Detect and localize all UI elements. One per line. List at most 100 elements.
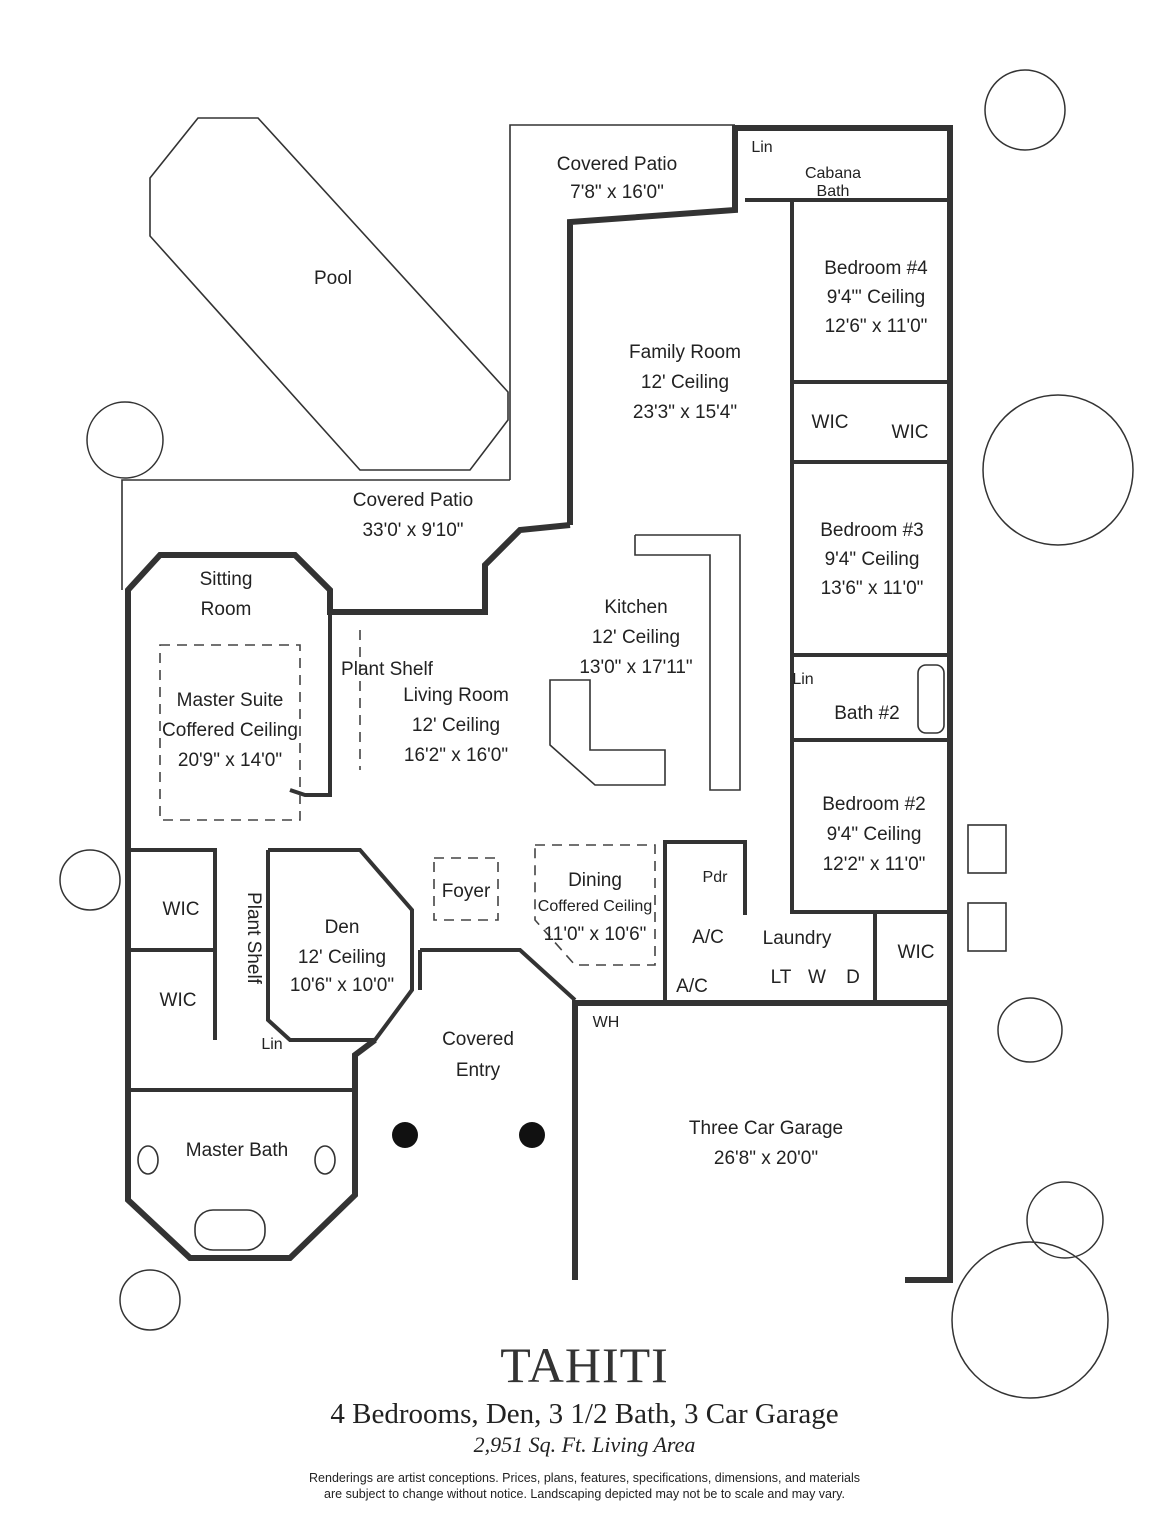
sitting-room-label: Room	[201, 599, 252, 620]
laundry-tub-label: LT	[771, 967, 792, 988]
covered-entry-label: Entry	[456, 1060, 501, 1081]
patio-outline-left	[121, 479, 510, 590]
foyer-outline	[433, 857, 499, 921]
bedroom2-size: 12'2" x 11'0"	[823, 854, 926, 875]
living-room-size: 16'2" x 16'0"	[404, 745, 508, 766]
bedroom3-ceiling: 9'4" Ceiling	[825, 549, 920, 570]
exterior-wall	[567, 125, 953, 1283]
master-suite-label: Master Suite	[177, 690, 284, 711]
bedroom4-size: 12'6" x 11'0"	[825, 316, 928, 337]
living-room-label: Living Room	[403, 685, 509, 706]
pool-outline	[149, 117, 509, 471]
sitting-room-label: Sitting	[200, 569, 253, 590]
ac-label: A/C	[692, 927, 724, 948]
disclaimer: Renderings are artist conceptions. Price…	[0, 1470, 1169, 1502]
water-heater-label: WH	[593, 1014, 620, 1031]
shrub-icon	[984, 69, 1066, 151]
shrub-icon	[86, 401, 164, 479]
shrub-icon	[997, 997, 1063, 1063]
plan-title: TAHITI	[500, 1337, 669, 1393]
living-area: 2,951 Sq. Ft. Living Area	[473, 1432, 696, 1457]
living-room-ceiling: 12' Ceiling	[412, 715, 500, 736]
foyer-label: Foyer	[442, 881, 491, 902]
bedroom3-size: 13'6" x 11'0"	[821, 578, 924, 599]
bedroom4-label: Bedroom #4	[824, 258, 928, 279]
laundry-label: Laundry	[763, 928, 832, 949]
tree-icon	[951, 1241, 1109, 1399]
linen-label: Lin	[261, 1036, 282, 1053]
pdr-wall	[663, 840, 747, 1000]
entry-wall	[420, 948, 577, 1002]
sink	[314, 1145, 336, 1175]
bedroom2-label: Bedroom #2	[822, 794, 926, 815]
sink	[137, 1145, 159, 1175]
shrub-icon	[59, 849, 121, 911]
wic-label: WIC	[892, 422, 929, 443]
linen-label: Lin	[751, 139, 772, 156]
kitchen-label: Kitchen	[604, 597, 667, 618]
kitchen-counter	[634, 534, 741, 791]
dining-ceiling: Coffered Ceiling	[538, 898, 652, 915]
den-label: Den	[325, 917, 360, 938]
garage-wall	[572, 1000, 950, 1280]
covered-patio-main-size: 33'0' x 9'10"	[362, 520, 463, 541]
family-room-size: 23'3" x 15'4"	[633, 402, 737, 423]
dining-size: 11'0" x 10'6"	[544, 924, 647, 945]
patio-outline	[509, 124, 735, 480]
wic-label: WIC	[163, 899, 200, 920]
covered-entry-label: Covered	[442, 1029, 514, 1050]
ac-pad	[967, 824, 1007, 874]
bedroom-wall	[790, 200, 950, 914]
pool-label: Pool	[314, 268, 352, 289]
powder-room-label: Pdr	[703, 869, 729, 886]
bedroom3-label: Bedroom #3	[820, 520, 924, 541]
kitchen-ceiling: 12' Ceiling	[592, 627, 680, 648]
ac-label: A/C	[676, 976, 708, 997]
disclaimer-line: Renderings are artist conceptions. Price…	[309, 1471, 860, 1485]
dining-label: Dining	[568, 870, 622, 891]
shrub-icon	[1026, 1181, 1104, 1259]
covered-patio-size: 7'8" x 16'0"	[570, 182, 664, 203]
kitchen-size: 13'0" x 17'11"	[579, 657, 692, 678]
den-size: 10'6" x 10'0"	[290, 975, 394, 996]
bathtub	[917, 664, 945, 734]
column	[519, 1122, 545, 1148]
master-wic-wall	[128, 848, 217, 1040]
wic-label: WIC	[160, 990, 197, 1011]
family-room-label: Family Room	[629, 342, 741, 363]
master-suite-size: 20'9" x 14'0"	[178, 750, 282, 771]
dryer-label: D	[846, 967, 860, 988]
family-room-ceiling: 12' Ceiling	[641, 372, 729, 393]
column	[392, 1122, 418, 1148]
covered-patio-label: Covered Patio	[557, 154, 677, 175]
disclaimer-line: are subject to change without notice. La…	[324, 1487, 845, 1501]
ac-pad	[967, 902, 1007, 952]
linen-label: Lin	[792, 671, 813, 688]
plant-shelf-label: Plant Shelf	[243, 892, 264, 985]
cabana-bath-label: Bath	[817, 183, 850, 200]
den-wall	[266, 848, 414, 1042]
kitchen-island	[549, 679, 666, 786]
plant-shelf-label: Plant Shelf	[341, 659, 434, 680]
coffered-ceiling-dining	[534, 844, 656, 966]
garage-label: Three Car Garage	[689, 1118, 843, 1139]
cabana-bath-label: Cabana	[805, 165, 861, 182]
garage-size: 26'8" x 20'0"	[714, 1148, 818, 1169]
master-suite-ceiling: Coffered Ceiling	[162, 720, 298, 741]
plan-summary: 4 Bedrooms, Den, 3 1/2 Bath, 3 Car Garag…	[330, 1398, 839, 1430]
wic-label: WIC	[812, 412, 849, 433]
bedroom2-ceiling: 9'4" Ceiling	[827, 824, 922, 845]
shrub-icon	[119, 1269, 181, 1331]
covered-patio-main-label: Covered Patio	[353, 490, 473, 511]
master-tub	[194, 1209, 266, 1251]
master-wall	[289, 612, 332, 797]
coffered-ceiling-master	[159, 644, 301, 821]
bedroom4-ceiling: 9'4"' Ceiling	[827, 287, 926, 308]
bath2-label: Bath #2	[834, 703, 900, 724]
den-ceiling: 12' Ceiling	[298, 947, 386, 968]
washer-label: W	[808, 967, 826, 988]
living-wall	[125, 522, 571, 1261]
master-bath-label: Master Bath	[186, 1140, 288, 1161]
tree-icon	[982, 394, 1134, 546]
